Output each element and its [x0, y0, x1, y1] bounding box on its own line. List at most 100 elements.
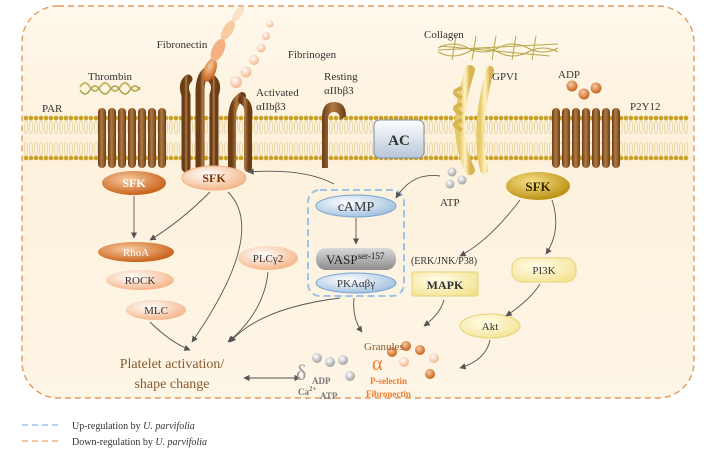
lipid-tail — [669, 141, 673, 157]
lipid-head — [268, 115, 274, 121]
lipid-head — [488, 155, 494, 161]
thrombin-ligand-strand — [79, 85, 141, 95]
lipid-head — [643, 115, 649, 121]
lipid-tail — [354, 119, 358, 135]
lipid-tail — [359, 141, 363, 157]
sfk-par-label: SFK — [122, 176, 146, 190]
lipid-head — [433, 155, 439, 161]
lipid-head — [533, 115, 539, 121]
lipid-head — [203, 155, 209, 161]
lipid-head — [253, 155, 259, 161]
lipid-head — [358, 115, 364, 121]
lipid-head — [448, 155, 454, 161]
lipid-tail — [314, 141, 318, 157]
lipid-tail — [434, 141, 438, 157]
granule-ca-label: Ca2+ — [298, 385, 317, 397]
lipid-tail — [289, 141, 293, 157]
lipid-tail — [169, 119, 173, 135]
lipid-head — [443, 155, 449, 161]
lipid-head — [38, 155, 44, 161]
mapk-label: MAPK — [427, 278, 464, 292]
gpvi-receptor — [453, 65, 494, 175]
lipid-tail — [539, 119, 543, 135]
lipid-tail — [634, 141, 638, 157]
lipid-head — [78, 115, 84, 121]
lipid-head — [93, 155, 99, 161]
lipid-tail — [469, 119, 473, 135]
lipid-head — [263, 115, 269, 121]
up-regulation-box — [307, 189, 405, 297]
lipid-tail — [59, 141, 63, 157]
resting-integrin — [322, 102, 346, 168]
lipid-tail — [684, 141, 688, 157]
lipid-tail — [79, 141, 83, 157]
lipid-head — [278, 115, 284, 121]
lipid-tail — [349, 119, 353, 135]
lipid-tail — [534, 119, 538, 135]
lipid-tail — [314, 119, 318, 135]
rock-label: ROCK — [125, 275, 156, 287]
lipid-head — [38, 115, 44, 121]
lipid-tail — [239, 119, 243, 135]
sfk-p2y12 — [506, 172, 570, 200]
lipid-head — [298, 155, 304, 161]
transmembrane-helix — [158, 108, 166, 168]
lipid-head — [363, 115, 369, 121]
lipid-tail — [304, 141, 308, 157]
lipid-head — [353, 115, 359, 121]
lipid-head — [673, 115, 679, 121]
lipid-tail — [444, 141, 448, 157]
lipid-tail — [369, 119, 373, 135]
lipid-head — [428, 115, 434, 121]
transmembrane-helix — [552, 108, 560, 168]
resting-integrin-label: αIIbβ3 — [324, 85, 354, 97]
lipid-tail — [629, 119, 633, 135]
rock-node — [106, 270, 174, 290]
lipid-tail — [94, 141, 98, 157]
lipid-head — [543, 115, 549, 121]
lipid-head — [223, 155, 229, 161]
lipid-tail — [39, 141, 43, 157]
lipid-head — [508, 115, 514, 121]
lipid-tail — [514, 141, 518, 157]
resting-label: Resting — [324, 71, 358, 83]
lipid-head — [88, 115, 94, 121]
lipid-head — [498, 115, 504, 121]
lipid-head — [543, 155, 549, 161]
lipid-tail — [494, 141, 498, 157]
lipid-head — [683, 155, 689, 161]
transmembrane-helix — [602, 108, 610, 168]
sfk-p2y12-label: SFK — [525, 179, 551, 194]
lipid-head — [353, 155, 359, 161]
lipid-tail — [509, 119, 513, 135]
lipid-head — [663, 155, 669, 161]
lipid-head — [413, 115, 419, 121]
atp-top-label: ATP — [440, 197, 460, 209]
adp-top-label: ADP — [558, 69, 580, 81]
lipid-head — [238, 115, 244, 121]
lipid-tail — [299, 119, 303, 135]
lipid-tail — [529, 119, 533, 135]
lipid-tail — [664, 119, 668, 135]
lipid-tail — [64, 141, 68, 157]
lipid-tail — [484, 119, 488, 135]
lipid-head — [53, 155, 59, 161]
lipid-head — [78, 155, 84, 161]
lipid-head — [648, 155, 654, 161]
legend-up-species: U. parvifolia — [143, 421, 195, 432]
lipid-tail — [24, 119, 28, 135]
lipid-tail — [624, 141, 628, 157]
lipid-tail — [524, 119, 528, 135]
fibrinogen-ligand — [230, 20, 274, 88]
lipid-tail — [334, 119, 338, 135]
lipid-head — [653, 155, 659, 161]
lipid-tail — [449, 141, 453, 157]
lipid-head — [433, 115, 439, 121]
transmembrane-helix — [612, 108, 620, 168]
lipid-head — [258, 155, 264, 161]
lipid-tail — [79, 119, 83, 135]
lipid-head — [83, 155, 89, 161]
lipid-tail — [169, 141, 173, 157]
lipid-tail — [659, 119, 663, 135]
